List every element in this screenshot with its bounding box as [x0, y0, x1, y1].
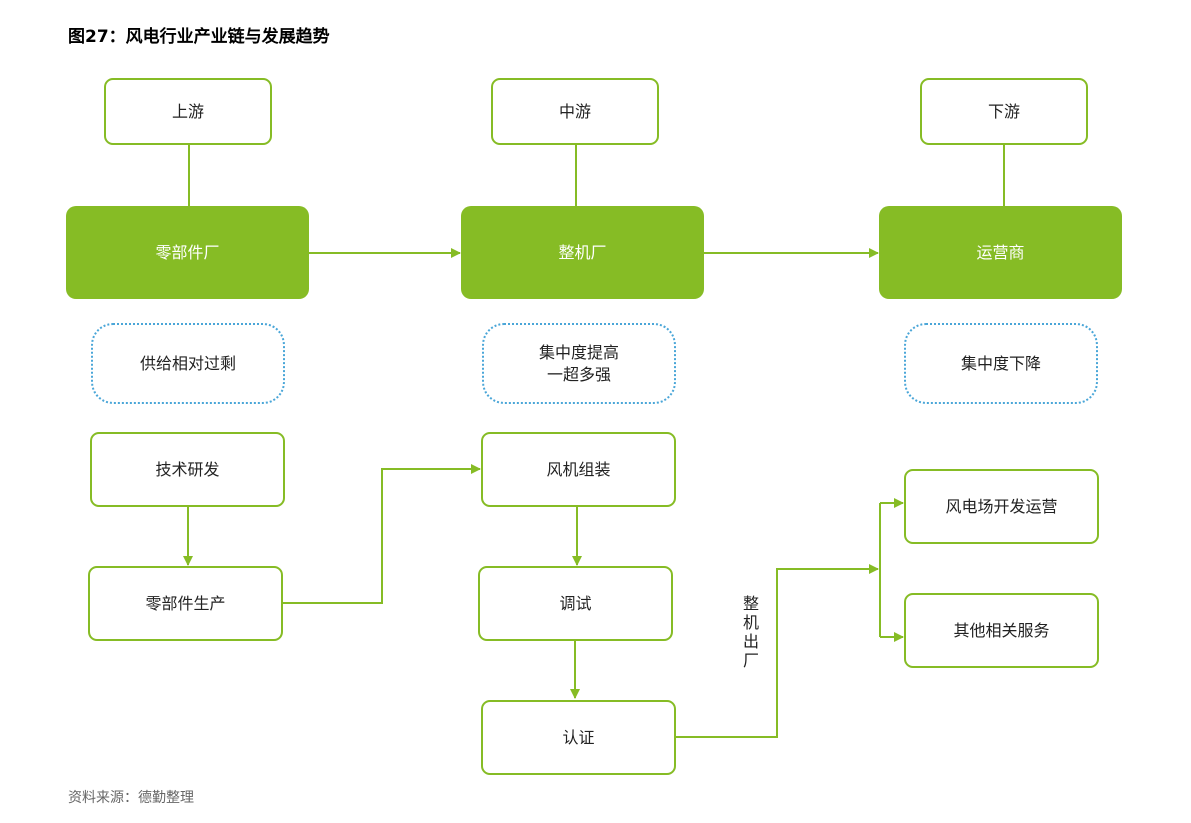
arrow-parts-to-assembly: [283, 464, 481, 604]
line-certification-to-branch: [676, 564, 879, 738]
trend-downstream: 集中度下降: [904, 323, 1098, 404]
process-rnd: 技术研发: [90, 432, 285, 507]
stage-downstream: 下游: [920, 78, 1088, 145]
stage-upstream: 上游: [104, 78, 272, 145]
connector-label-shipment: 整机出厂: [742, 594, 759, 670]
process-wind-farm: 风电场开发运营: [904, 469, 1099, 544]
source-note: 资料来源：德勤整理: [68, 790, 194, 806]
process-other-services: 其他相关服务: [904, 593, 1099, 668]
segment-parts-factory: 零部件厂: [66, 206, 309, 299]
trend-midstream-line2: 一超多强: [546, 364, 611, 384]
figure-title: 图27：风电行业产业链与发展趋势: [68, 27, 330, 47]
process-assembly: 风机组装: [481, 432, 676, 507]
segment-oem: 整机厂: [461, 206, 704, 299]
segment-operator: 运营商: [879, 206, 1122, 299]
stage-midstream: 中游: [491, 78, 659, 145]
trend-midstream-line1: 集中度提高: [538, 342, 619, 362]
process-commissioning: 调试: [478, 566, 673, 641]
trend-midstream: 集中度提高 一超多强: [482, 323, 676, 404]
trend-upstream: 供给相对过剩: [91, 323, 285, 404]
process-certification: 认证: [481, 700, 676, 775]
process-parts-production: 零部件生产: [88, 566, 283, 641]
